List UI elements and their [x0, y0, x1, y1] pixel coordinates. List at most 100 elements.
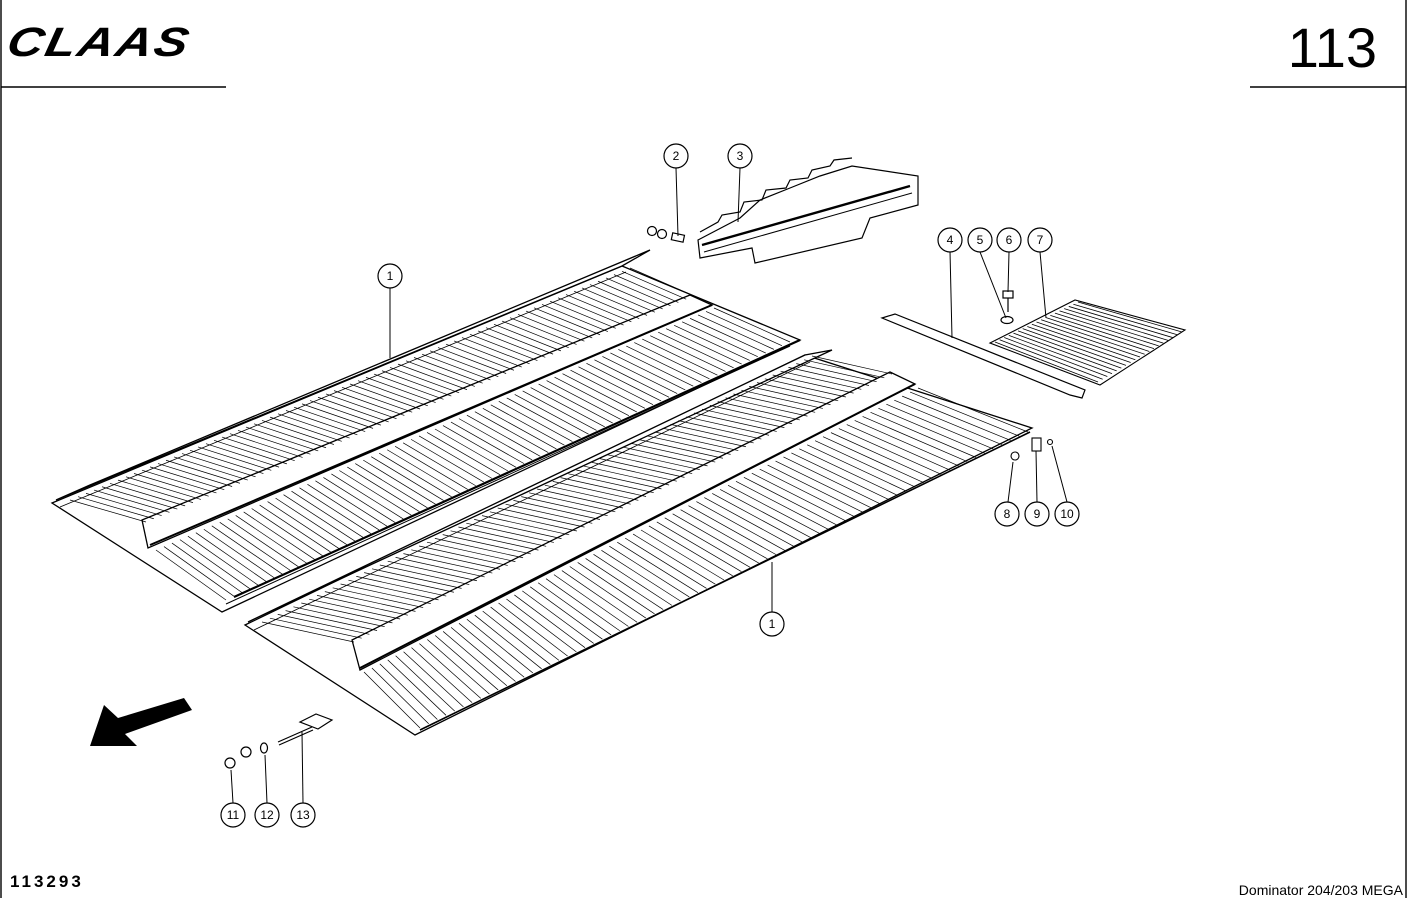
slat-line — [514, 394, 589, 435]
slat-line — [650, 335, 726, 372]
sieve-slats-upper — [69, 267, 791, 601]
slat-line — [347, 466, 420, 512]
svg-text:2: 2 — [673, 149, 680, 163]
slat-line — [646, 435, 731, 455]
slat-line — [269, 416, 342, 442]
slat-line — [681, 321, 758, 358]
callout-3: 3 — [727, 143, 753, 169]
slat-line — [642, 338, 718, 376]
slat-line — [364, 572, 454, 593]
slat-line — [269, 617, 362, 639]
slat-line — [917, 387, 1029, 433]
slat-line — [466, 522, 554, 543]
slat-line — [751, 472, 846, 522]
slat-line — [497, 507, 585, 528]
slat-line — [285, 410, 358, 436]
slat-line — [237, 430, 311, 455]
svg-text:7: 7 — [1037, 233, 1044, 247]
slat-line — [348, 579, 439, 601]
slat-line — [525, 310, 593, 339]
slat-line — [181, 453, 256, 478]
slat-line — [275, 497, 348, 546]
slat-line — [498, 602, 568, 657]
callout-4: 4 — [937, 227, 963, 253]
slat-line — [437, 347, 507, 374]
slat-line — [458, 623, 525, 678]
page-number: 113 — [1287, 16, 1377, 79]
slat-line — [419, 643, 482, 699]
slat-line — [411, 549, 501, 570]
slat-line — [450, 530, 539, 551]
slat-line — [187, 535, 259, 586]
slat-line — [442, 425, 517, 468]
slat-line — [538, 383, 613, 424]
slat-line — [618, 349, 694, 387]
grate-bar — [999, 339, 1103, 380]
slat-line — [541, 304, 609, 332]
slat-line — [125, 476, 201, 500]
slat-line — [530, 387, 605, 428]
slat-line — [783, 456, 881, 505]
slat-line — [197, 446, 272, 471]
slat-line — [267, 501, 339, 549]
leader-lines — [230, 167, 1068, 804]
callout-6: 6 — [996, 227, 1022, 253]
slat-line — [796, 363, 877, 382]
grate-bar — [1004, 337, 1108, 377]
svg-text:12: 12 — [260, 808, 274, 822]
slat-line — [381, 370, 452, 397]
slat-line — [688, 505, 777, 555]
slat-line — [69, 499, 147, 523]
slat-line — [607, 454, 693, 474]
slat-line — [410, 439, 485, 483]
slat-line — [593, 554, 673, 606]
slat-line — [253, 423, 327, 449]
slat-line — [481, 515, 570, 536]
slat-line — [709, 405, 793, 425]
callout-13: 13 — [290, 802, 316, 828]
slat-line — [664, 517, 751, 568]
grate-bar — [1050, 314, 1155, 350]
callout-9: 9 — [1024, 501, 1050, 527]
slat-line — [615, 450, 700, 471]
slat-line — [477, 330, 546, 358]
slat-line — [631, 443, 716, 463]
slat-line — [554, 376, 630, 417]
slat-line — [764, 378, 846, 398]
slat-line — [654, 431, 739, 451]
slat-line — [419, 545, 508, 566]
slat-line — [189, 449, 264, 474]
slat-line — [617, 541, 699, 593]
slat-line — [261, 621, 355, 643]
slat-line — [394, 445, 468, 490]
slat-line — [562, 373, 638, 413]
slat-line — [285, 610, 378, 631]
slat-line — [506, 598, 577, 653]
slat-line — [501, 320, 569, 348]
slat-line — [373, 373, 444, 400]
slat-line — [325, 393, 397, 420]
slat-line — [814, 440, 916, 488]
slat-line — [277, 413, 350, 439]
sieve-pan-upper — [50, 249, 802, 613]
slat-line — [445, 343, 515, 371]
slat-line — [141, 469, 217, 494]
slat-line — [577, 562, 655, 615]
slat-line — [697, 314, 775, 350]
slat-line — [213, 440, 288, 465]
slat-line — [886, 403, 994, 450]
slat-line — [461, 337, 530, 365]
slat-line — [229, 433, 303, 458]
slat-line — [403, 651, 464, 708]
slat-line — [277, 614, 370, 635]
slat-line — [301, 602, 393, 624]
slat-line — [235, 515, 307, 564]
slat-line — [317, 396, 389, 423]
slat-line — [340, 583, 431, 605]
slat-line — [822, 436, 924, 484]
slat-line — [552, 481, 639, 501]
slat-line — [807, 444, 907, 492]
slat-line — [545, 578, 620, 632]
slat-line — [442, 631, 508, 686]
callout-1a: 1 — [377, 263, 403, 289]
